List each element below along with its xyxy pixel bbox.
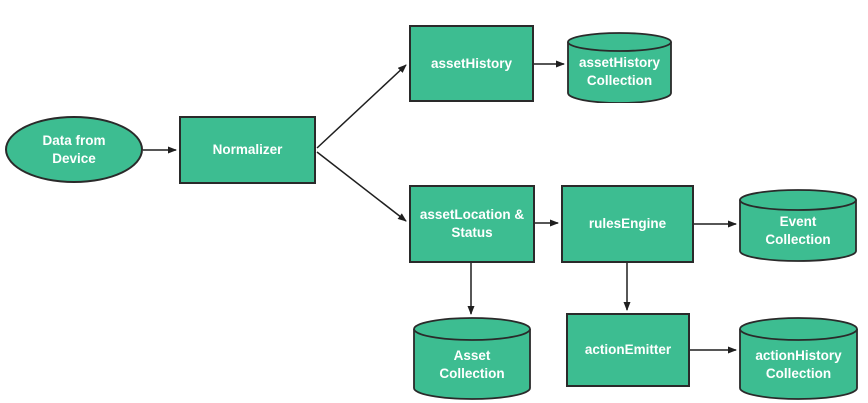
edge-normalizer-to-assetlocation bbox=[316, 151, 407, 222]
node-label: Data from Device bbox=[42, 132, 106, 166]
node-asset-history: assetHistory bbox=[409, 25, 534, 102]
node-label: actionHistory Collection bbox=[755, 347, 842, 381]
edge-normalizer-to-assethistory bbox=[316, 64, 407, 149]
node-label: Normalizer bbox=[212, 142, 283, 158]
node-label: assetLocation & Status bbox=[419, 207, 525, 240]
node-label: Asset Collection bbox=[439, 347, 505, 381]
node-data-from-device: Data from Device bbox=[5, 116, 143, 183]
cylinder-shape bbox=[739, 317, 858, 400]
node-label: actionEmitter bbox=[584, 342, 672, 358]
node-event-collection: Event Collection bbox=[739, 189, 857, 262]
node-action-history-collection: actionHistory Collection bbox=[739, 317, 858, 401]
node-label: rulesEngine bbox=[588, 216, 667, 232]
node-label: assetHistory bbox=[430, 55, 513, 71]
node-action-emitter: actionEmitter bbox=[566, 313, 690, 387]
cylinder-shape bbox=[567, 32, 672, 103]
cylinder-shape bbox=[739, 189, 857, 262]
node-label: assetHistory Collection bbox=[578, 55, 661, 88]
node-asset-collection: Asset Collection bbox=[413, 317, 531, 401]
cylinder-shape bbox=[413, 317, 531, 400]
node-normalizer: Normalizer bbox=[179, 116, 316, 184]
node-rules-engine: rulesEngine bbox=[561, 185, 694, 263]
node-asset-location-status: assetLocation & Status bbox=[409, 185, 535, 263]
node-asset-history-collection: assetHistory Collection bbox=[567, 32, 672, 103]
node-label: Event Collection bbox=[765, 213, 831, 247]
